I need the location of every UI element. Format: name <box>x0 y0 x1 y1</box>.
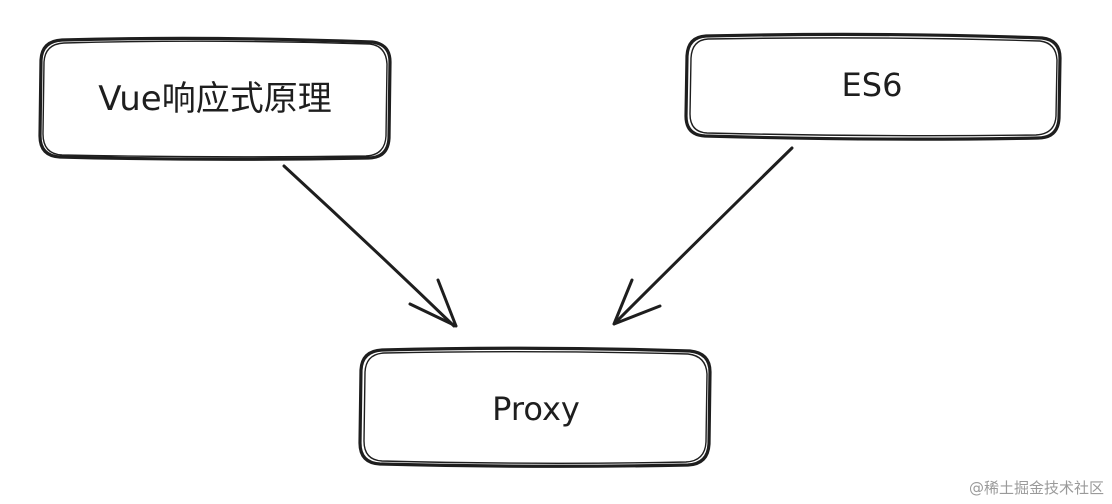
arrow-es6-to-proxy-line <box>614 146 794 324</box>
node-proxy[interactable]: Proxy <box>358 346 712 468</box>
arrow-vue-to-proxy-head <box>408 278 458 328</box>
arrow-vue-to-proxy <box>282 164 458 328</box>
node-vue-box <box>38 36 392 161</box>
arrow-vue-to-proxy-line <box>282 164 456 328</box>
node-vue-label: Vue响应式原理 <box>98 79 331 119</box>
node-proxy-label: Proxy <box>492 390 580 428</box>
node-es6-box-stroke2 <box>689 37 1058 137</box>
node-es6-label: ES6 <box>842 66 903 104</box>
watermark-text: @稀土掘金技术社区 <box>968 479 1104 497</box>
node-es6-box <box>684 32 1062 141</box>
arrow-es6-to-proxy-head <box>612 278 662 326</box>
arrow-es6-to-proxy <box>612 146 794 326</box>
node-proxy-box-stroke2 <box>363 351 708 464</box>
node-vue-box-stroke2 <box>42 40 388 158</box>
node-vue[interactable]: Vue响应式原理 <box>38 36 392 161</box>
node-proxy-box <box>358 346 712 468</box>
node-es6[interactable]: ES6 <box>684 32 1062 141</box>
